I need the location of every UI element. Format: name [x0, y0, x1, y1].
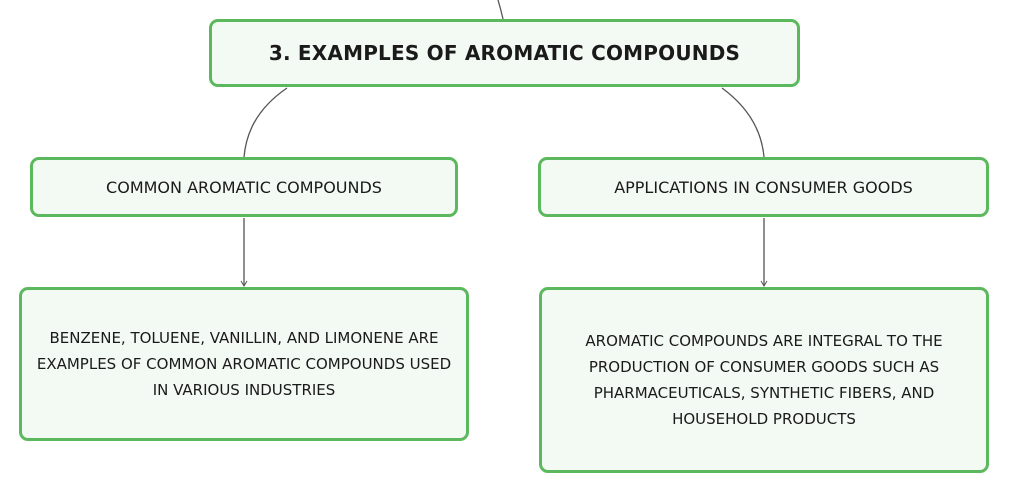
detail-node-applications-in-consumer-goods[interactable]: AROMATIC COMPOUNDS ARE INTEGRAL TO THE P…	[539, 287, 989, 473]
detail-node-text: BENZENE, TOLUENE, VANILLIN, AND LIMONENE…	[36, 329, 452, 399]
connector-root-to-common	[243, 87, 288, 158]
connector-parent-to-root	[497, 0, 504, 20]
connector-root-to-applications	[721, 87, 765, 158]
root-node-label: 3. EXAMPLES OF AROMATIC COMPOUNDS	[268, 41, 741, 65]
detail-node-text: AROMATIC COMPOUNDS ARE INTEGRAL TO THE P…	[585, 332, 943, 428]
branch-node-label: COMMON AROMATIC COMPOUNDS	[106, 177, 382, 197]
branch-node-common-aromatic-compounds[interactable]: COMMON AROMATIC COMPOUNDS	[30, 157, 458, 217]
branch-node-applications-in-consumer-goods[interactable]: APPLICATIONS IN CONSUMER GOODS	[538, 157, 989, 217]
detail-node-common-aromatic-compounds[interactable]: BENZENE, TOLUENE, VANILLIN, AND LIMONENE…	[19, 287, 469, 441]
root-node[interactable]: 3. EXAMPLES OF AROMATIC COMPOUNDS	[209, 19, 800, 87]
arrow-common-detail-icon	[240, 280, 248, 287]
branch-node-label: APPLICATIONS IN CONSUMER GOODS	[614, 177, 913, 197]
arrow-applications-detail-icon	[760, 280, 768, 287]
